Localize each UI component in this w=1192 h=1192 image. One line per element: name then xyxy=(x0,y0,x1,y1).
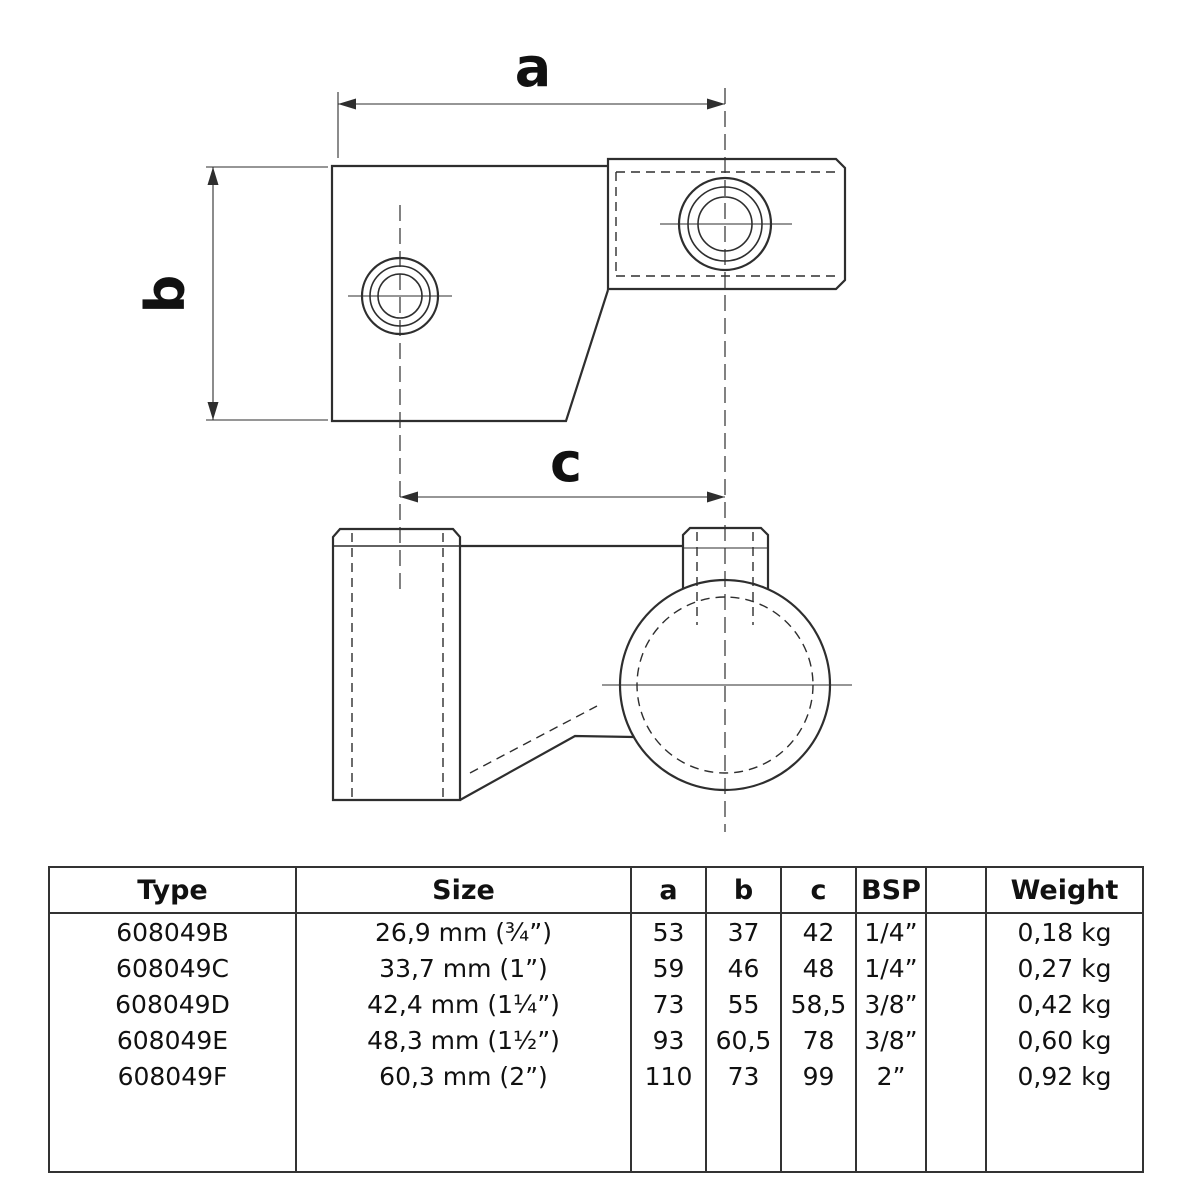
header-c: c xyxy=(780,867,857,914)
cell-type: 608049C xyxy=(48,950,297,986)
cell-empty xyxy=(295,1094,632,1172)
cell-type: 608049D xyxy=(48,986,297,1022)
dim-c-label: c xyxy=(550,431,582,494)
front-view xyxy=(331,526,832,802)
dimension-c: c xyxy=(400,431,725,503)
cell-weight: 0,42 kg xyxy=(985,986,1144,1022)
centerlines xyxy=(348,88,852,832)
cell-bsp: 1/4” xyxy=(855,950,927,986)
cell-spacer xyxy=(925,950,987,986)
spec-table: Type Size a b c BSP Weight 608049B 26,9 … xyxy=(48,866,1144,1173)
table-row: 608049F 60,3 mm (2”) 110 73 99 2” 0,92 k… xyxy=(48,1058,1144,1094)
cell-a: 110 xyxy=(630,1058,707,1094)
header-a: a xyxy=(630,867,707,914)
cell-spacer xyxy=(925,1058,987,1094)
table-filler-row xyxy=(48,1094,1144,1172)
cell-b: 60,5 xyxy=(705,1022,782,1058)
table-row: 608049D 42,4 mm (1¼”) 73 55 58,5 3/8” 0,… xyxy=(48,986,1144,1022)
cell-a: 53 xyxy=(630,913,707,950)
top-view xyxy=(330,157,847,423)
technical-drawing: a b c xyxy=(134,36,852,832)
cell-c: 42 xyxy=(780,913,857,950)
header-weight: Weight xyxy=(985,867,1144,914)
header-size: Size xyxy=(295,867,632,914)
header-spacer xyxy=(925,867,987,914)
cell-size: 60,3 mm (2”) xyxy=(295,1058,632,1094)
cell-c: 99 xyxy=(780,1058,857,1094)
cell-type: 608049E xyxy=(48,1022,297,1058)
cell-empty xyxy=(855,1094,927,1172)
cell-a: 73 xyxy=(630,986,707,1022)
cell-empty xyxy=(48,1094,297,1172)
table-row: 608049B 26,9 mm (¾”) 53 37 42 1/4” 0,18 … xyxy=(48,913,1144,950)
cell-size: 33,7 mm (1”) xyxy=(295,950,632,986)
cell-empty xyxy=(630,1094,707,1172)
cell-empty xyxy=(780,1094,857,1172)
cell-weight: 0,92 kg xyxy=(985,1058,1144,1094)
cell-bsp: 3/8” xyxy=(855,986,927,1022)
cell-size: 48,3 mm (1½”) xyxy=(295,1022,632,1058)
dim-b-label: b xyxy=(134,275,197,314)
header-b: b xyxy=(705,867,782,914)
cell-bsp: 1/4” xyxy=(855,913,927,950)
cell-bsp: 2” xyxy=(855,1058,927,1094)
dimension-b: b xyxy=(134,166,328,421)
cell-a: 93 xyxy=(630,1022,707,1058)
header-bsp: BSP xyxy=(855,867,927,914)
cell-b: 46 xyxy=(705,950,782,986)
cell-c: 48 xyxy=(780,950,857,986)
cell-spacer xyxy=(925,1022,987,1058)
cell-c: 58,5 xyxy=(780,986,857,1022)
cell-type: 608049B xyxy=(48,913,297,950)
cell-b: 37 xyxy=(705,913,782,950)
cell-empty xyxy=(705,1094,782,1172)
header-type: Type xyxy=(48,867,297,914)
cell-bsp: 3/8” xyxy=(855,1022,927,1058)
dim-a-label: a xyxy=(515,36,551,99)
table-row: 608049C 33,7 mm (1”) 59 46 48 1/4” 0,27 … xyxy=(48,950,1144,986)
cell-type: 608049F xyxy=(48,1058,297,1094)
table-row: 608049E 48,3 mm (1½”) 93 60,5 78 3/8” 0,… xyxy=(48,1022,1144,1058)
cell-empty xyxy=(925,1094,987,1172)
cell-spacer xyxy=(925,986,987,1022)
dimension-a: a xyxy=(337,36,725,158)
cell-a: 59 xyxy=(630,950,707,986)
cell-size: 26,9 mm (¾”) xyxy=(295,913,632,950)
cell-weight: 0,60 kg xyxy=(985,1022,1144,1058)
cell-b: 73 xyxy=(705,1058,782,1094)
cell-weight: 0,27 kg xyxy=(985,950,1144,986)
fitting-drawing-svg: a b c xyxy=(134,36,852,832)
cell-c: 78 xyxy=(780,1022,857,1058)
table-header-row: Type Size a b c BSP Weight xyxy=(48,867,1144,914)
cell-empty xyxy=(985,1094,1144,1172)
cell-spacer xyxy=(925,913,987,950)
cell-b: 55 xyxy=(705,986,782,1022)
cell-size: 42,4 mm (1¼”) xyxy=(295,986,632,1022)
cell-weight: 0,18 kg xyxy=(985,913,1144,950)
